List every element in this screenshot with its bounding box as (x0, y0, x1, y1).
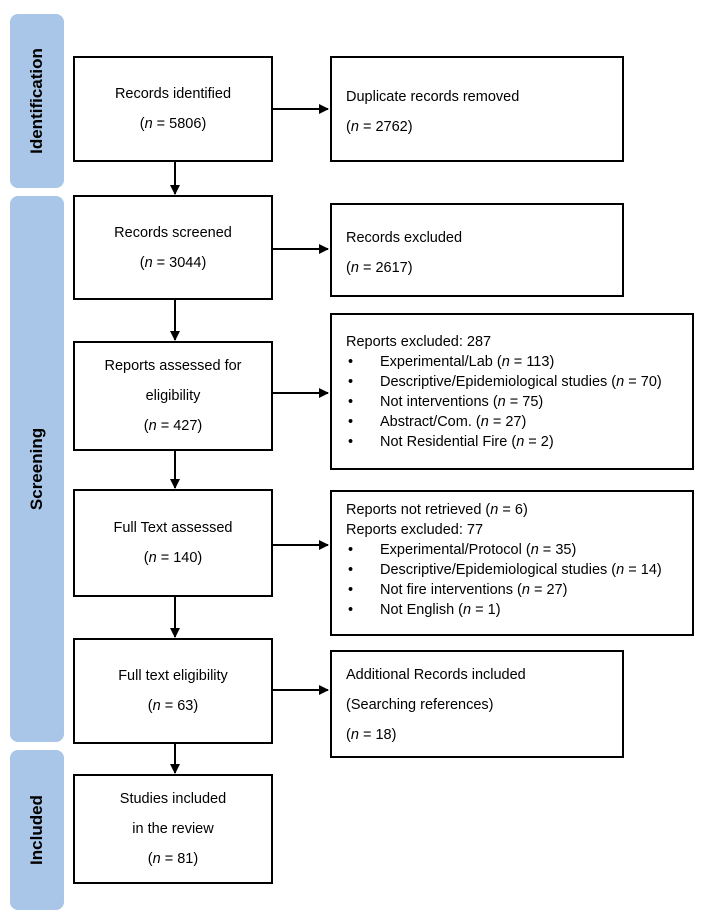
records-excluded-label: Records excluded (346, 230, 463, 246)
records-excluded-count: (n = 2617) (346, 260, 413, 276)
list-item: Experimental/Lab (n = 113) (346, 352, 678, 372)
additional-records-source: (Searching references) (346, 697, 494, 713)
fulltext-assessed-label: Full Text assessed (113, 520, 233, 536)
records-screened-count: (n = 3044) (139, 254, 207, 271)
phase-identification: Identification (10, 14, 64, 188)
fulltext-eligibility-count: (n = 63) (147, 698, 199, 714)
studies-included-label-1: Studies included (119, 791, 227, 807)
list-item: Not fire interventions (n = 27) (346, 580, 678, 600)
list-item: Descriptive/Epidemiological studies (n =… (346, 372, 678, 392)
list-item: Experimental/Protocol (n = 35) (346, 540, 678, 560)
reports-excluded-title: Reports excluded: 287 (346, 334, 492, 350)
list-item: Abstract/Com. (n = 27) (346, 412, 678, 432)
phase-included: Included (10, 750, 64, 910)
reports-excluded-list: Experimental/Lab (n = 113) Descriptive/E… (346, 352, 678, 452)
additional-records-count: (n = 18) (346, 727, 397, 743)
reports-excluded-77-title: Reports excluded: 77 (346, 522, 484, 538)
reports-not-retrieved-title: Reports not retrieved (n = 6) (346, 502, 528, 518)
reports-assessed-label-2: eligibility (145, 388, 201, 404)
records-screened-box: Records screened (n = 3044) (73, 195, 273, 300)
studies-included-count: (n = 81) (147, 851, 199, 867)
list-item: Not interventions (n = 75) (346, 392, 678, 412)
additional-records-label: Additional Records included (346, 667, 526, 683)
list-item: Not English (n = 1) (346, 600, 678, 620)
additional-records-box: Additional Records included (Searching r… (330, 650, 624, 758)
list-item: Not Residential Fire (n = 2) (346, 432, 678, 452)
studies-included-box: Studies included in the review (n = 81) (73, 774, 273, 884)
reports-assessed-box: Reports assessed for eligibility (n = 42… (73, 341, 273, 451)
duplicates-removed-label: Duplicate records removed (346, 89, 520, 105)
fulltext-assessed-count: (n = 140) (143, 550, 203, 566)
duplicates-removed-box: Duplicate records removed (n = 2762) (330, 56, 624, 162)
records-identified-box: Records identified (n = 5806) (73, 56, 273, 162)
records-excluded-box: Records excluded (n = 2617) (330, 203, 624, 297)
records-screened-label: Records screened (114, 224, 232, 241)
records-identified-label: Records identified (114, 86, 232, 102)
reports-not-retrieved-box: Reports not retrieved (n = 6) Reports ex… (330, 490, 694, 636)
fulltext-eligibility-label: Full text eligibility (118, 668, 228, 684)
studies-included-label-2: in the review (132, 821, 214, 837)
list-item: Descriptive/Epidemiological studies (n =… (346, 560, 678, 580)
reports-excluded-box: Reports excluded: 287 Experimental/Lab (… (330, 313, 694, 470)
duplicates-removed-count: (n = 2762) (346, 119, 413, 135)
reports-excluded-77-list: Experimental/Protocol (n = 35) Descripti… (346, 540, 678, 620)
fulltext-assessed-box: Full Text assessed (n = 140) (73, 489, 273, 597)
reports-assessed-label-1: Reports assessed for (104, 358, 242, 374)
records-identified-count: (n = 5806) (139, 116, 207, 132)
fulltext-eligibility-box: Full text eligibility (n = 63) (73, 638, 273, 744)
reports-assessed-count: (n = 427) (143, 418, 203, 434)
phase-screening: Screening (10, 196, 64, 742)
